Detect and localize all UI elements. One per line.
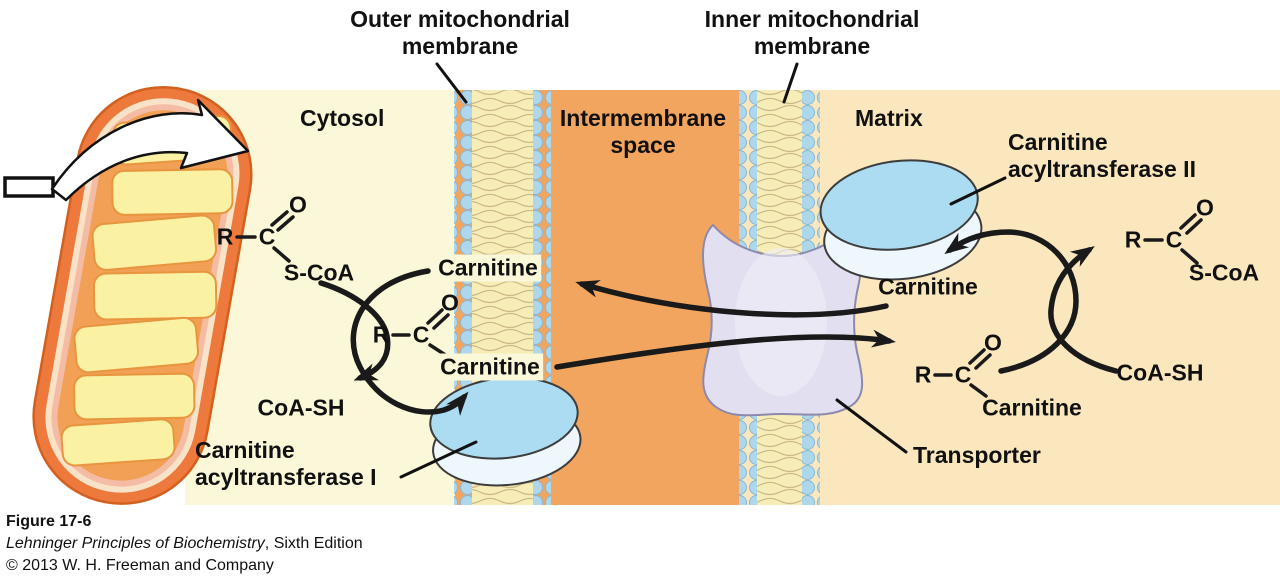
cat2-label: Carnitine acyltransferase II: [1008, 129, 1196, 183]
figure-number: Figure 17-6: [6, 513, 92, 530]
coa-release-arrow-cytosol: [318, 280, 391, 381]
acyl-coa-cytosol-O: O: [289, 191, 307, 218]
cytosol-reaction-arrows: [318, 268, 469, 416]
cytosol-label: Cytosol: [300, 105, 385, 131]
carnitine-export-arrow: [575, 280, 889, 318]
coa-sh-label-matrix: CoA-SH: [1116, 359, 1204, 386]
intermembrane-space-label: Intermembrane space: [548, 105, 738, 159]
transporter-label: Transporter: [913, 442, 1041, 468]
transporter-protein: [702, 223, 864, 417]
cristae: [60, 115, 234, 467]
acyl-coa-matrix-O: O: [1196, 194, 1214, 221]
coa-sh-label-cytosol: CoA-SH: [257, 394, 345, 421]
matrix-label: Matrix: [855, 105, 923, 131]
cat1-label: Carnitine acyltransferase I: [195, 437, 377, 491]
acyl-coa-matrix-SCoA: S-CoA: [1188, 259, 1260, 286]
cat1-cycle-arrow: [350, 268, 469, 416]
inner-membrane-label-line1: Inner mitochondrial: [704, 6, 920, 32]
acyl-coa-cytosol-C: C: [258, 223, 276, 250]
transport-arrows: [554, 280, 896, 370]
outer-membrane-label-line2: membrane: [401, 33, 519, 59]
inner-membrane-label-line2: membrane: [753, 33, 871, 59]
carnitine-label-cytosol: Carnitine: [435, 254, 541, 282]
acyl-carnitine-matrix-R: R: [914, 361, 932, 388]
figure-caption: Figure 17-6 Lehninger Principles of Bioc…: [6, 511, 363, 577]
cat2-label-line2: acyltransferase II: [1008, 156, 1196, 182]
acyl-coa-matrix-R: R: [1124, 226, 1142, 253]
book-title: Lehninger Principles of Biochemistry: [6, 535, 265, 552]
acyl-carnitine-cytosol-O: O: [441, 289, 459, 316]
cat1-label-line1: Carnitine: [195, 437, 295, 463]
enzyme-cat2-disc: [819, 159, 983, 281]
acyl-coa-cytosol-R: R: [216, 223, 234, 250]
acyl-carnitine-cytosol-carnitine: Carnitine: [437, 353, 543, 381]
inset-zoom-arrow: [50, 98, 250, 202]
copyright-line: © 2013 W. H. Freeman and Company: [6, 557, 274, 574]
acyl-coa-cytosol-SCoA: S-CoA: [283, 259, 355, 286]
outer-membrane-label: Outer mitochondrial membrane: [340, 6, 580, 60]
matrix-reaction-arrows: [944, 229, 1119, 374]
intermembrane-label-line2: space: [610, 132, 676, 158]
acyl-carnitine-matrix-O: O: [984, 329, 1002, 356]
acyl-carnitine-matrix-C: C: [954, 361, 972, 388]
cat2-cycle-arrow: [944, 229, 1079, 374]
outer-membrane-label-line1: Outer mitochondrial: [350, 6, 570, 32]
acyl-carnitine-import-arrow: [554, 329, 896, 370]
book-edition: , Sixth Edition: [264, 535, 363, 552]
zoom-region-box: [3, 176, 55, 198]
inner-membrane-label: Inner mitochondrial membrane: [692, 6, 932, 60]
book-line: Lehninger Principles of Biochemistry, Si…: [6, 533, 363, 555]
acyl-carnitine-matrix-carnitine: Carnitine: [982, 394, 1082, 421]
mitochondrion-illustration: [3, 85, 253, 505]
label-pointer-lines: [399, 62, 1007, 479]
intermembrane-label-line1: Intermembrane: [559, 105, 727, 131]
acyl-coa-matrix-C: C: [1165, 226, 1183, 253]
acyl-carnitine-cytosol-C: C: [412, 321, 430, 348]
acyl-coa-formation-arrow: [1048, 246, 1119, 374]
cat2-label-line1: Carnitine: [1008, 129, 1108, 155]
cat1-label-line2: acyltransferase I: [195, 464, 377, 490]
carnitine-label-matrix: Carnitine: [878, 273, 978, 300]
acyl-carnitine-cytosol-R: R: [372, 321, 390, 348]
